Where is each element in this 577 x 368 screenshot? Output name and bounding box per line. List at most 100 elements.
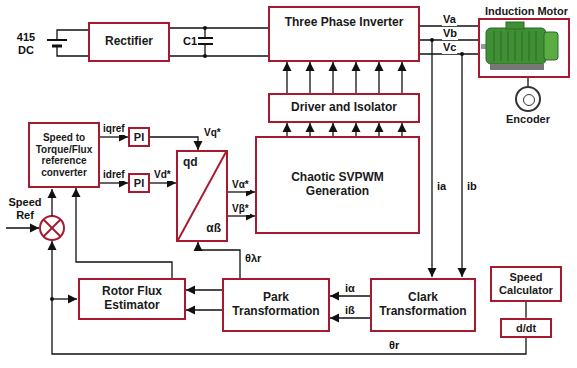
node-text: Clark Transformation (375, 291, 471, 319)
process-box: Speed Calculator (490, 266, 562, 302)
connector-line (286, 62, 287, 93)
controller-box: PI (128, 173, 150, 194)
connector-line (401, 62, 402, 93)
connector-line (286, 123, 287, 136)
node-text: Three Phase Inverter (285, 16, 404, 30)
edge-label: Vβ* (231, 203, 250, 215)
motor-fin (536, 31, 537, 61)
motor-fin (501, 31, 502, 61)
process-box: Rotor Flux Estimator (78, 278, 186, 320)
motor-terminal-box (506, 22, 524, 29)
connector-line (76, 188, 172, 278)
connector-line (170, 27, 268, 28)
edge-label: Vq* (203, 127, 222, 139)
process-box: Driver and Isolator (268, 93, 420, 123)
process-box: Rectifier (88, 22, 170, 62)
connector-line (186, 289, 222, 290)
connector-line (525, 302, 526, 318)
connector-line (330, 295, 370, 296)
feedback-wire (52, 241, 526, 354)
edge-label: θλr (244, 252, 262, 265)
supply-label: 415 DC (10, 31, 42, 56)
summing-cross (44, 220, 61, 237)
component-label: C1 (182, 35, 198, 48)
process-box: Park Transformation (222, 278, 330, 332)
summing-junction (40, 216, 64, 240)
process-box: Chaotic SVPWM Generation (255, 136, 420, 234)
node-text: Speed to Torque/Flux reference converter (33, 132, 95, 178)
edge-label: iqref (102, 123, 126, 135)
inverter-box: Three Phase Inverter (268, 6, 420, 62)
connector-line (527, 78, 528, 86)
connector-line (309, 62, 310, 93)
node-text: Rotor Flux Estimator (83, 285, 181, 313)
connector-line (228, 215, 255, 216)
edge-label: Vα* (231, 179, 250, 191)
connector-line (378, 62, 379, 93)
node-text: Park Transformation (227, 291, 325, 319)
node-text: d/dt (516, 322, 536, 335)
edge-label: Vc (442, 41, 457, 54)
signal-label: ib (466, 180, 478, 193)
supply-wire (57, 30, 88, 40)
connector-line (150, 182, 176, 183)
current-sense-wire (461, 54, 462, 277)
motor-base (490, 64, 544, 70)
diagonal-line (178, 152, 226, 240)
node-text: Rectifier (105, 35, 153, 49)
connector-line (332, 123, 333, 136)
motor-fin (529, 31, 530, 61)
transform-box: qd αß (176, 150, 228, 242)
connector-line (332, 62, 333, 93)
capacitor-plate (197, 37, 213, 39)
connector-line (150, 137, 198, 150)
node-text: Chaotic SVPWM Generation (260, 171, 415, 199)
motor-frame: Induction Motor (478, 18, 570, 78)
connector-line (378, 123, 379, 136)
node-text: qd (183, 156, 198, 170)
edge-label: idref (102, 169, 126, 181)
error-wire (51, 189, 52, 216)
connector-line (170, 55, 268, 56)
input-label: Speed Ref (4, 196, 46, 221)
connector-line (355, 62, 356, 93)
connector-line (228, 191, 255, 192)
motor-fin (508, 31, 509, 61)
node-text: Speed Calculator (495, 271, 557, 296)
edge-label: Vb (442, 27, 458, 40)
connector-line (100, 182, 128, 183)
motor-fin (522, 31, 523, 61)
edge-label: iα (344, 282, 356, 295)
edge-label: Vd* (153, 169, 172, 181)
process-box: d/dt (500, 318, 552, 339)
connector-line (186, 309, 222, 310)
connector-line (401, 123, 402, 136)
motor-fin (515, 31, 516, 61)
edge-label: iß (344, 304, 356, 317)
encoder-inner-ring (523, 94, 535, 106)
connector-line (355, 123, 356, 136)
encoder-circle: Encoder (515, 86, 541, 112)
reference-wire (6, 227, 39, 228)
supply-wire (57, 46, 88, 56)
motor-fin (494, 31, 495, 61)
connector-line (330, 317, 370, 318)
node-text: PI (134, 177, 144, 190)
connector-line (100, 136, 128, 137)
node-text: Induction Motor (485, 5, 568, 18)
summing-cross (44, 220, 61, 237)
edge-label: Va (442, 13, 457, 26)
signal-label: ia (436, 180, 447, 193)
node-subtext: αß (206, 222, 221, 236)
connector-line (198, 242, 240, 278)
current-sense-wire (431, 40, 432, 277)
controller-box: PI (128, 127, 150, 148)
motor-body (486, 28, 546, 64)
motor-end-cap (544, 32, 558, 60)
feedback-branch (52, 298, 77, 299)
connector-line (309, 123, 310, 136)
process-box: Clark Transformation (370, 278, 476, 332)
process-box: Speed to Torque/Flux reference converter (28, 122, 100, 188)
junction-dot (50, 297, 54, 301)
